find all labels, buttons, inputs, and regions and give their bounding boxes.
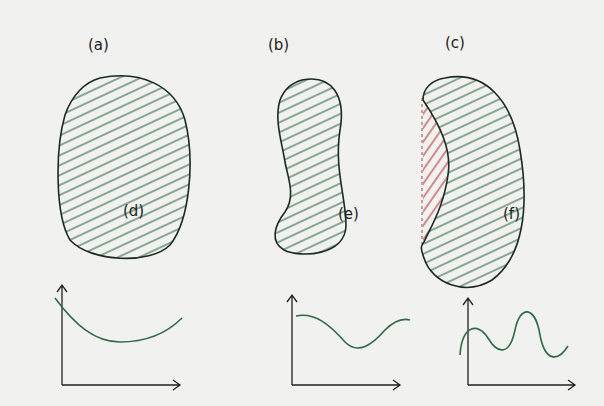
- figure-label: (e): [338, 207, 359, 222]
- graph-d: [55, 285, 182, 390]
- graph-e: [287, 295, 410, 390]
- figure-label: (f): [503, 207, 520, 222]
- hull-chord: [422, 98, 423, 244]
- figure-label: (d): [123, 204, 144, 219]
- nonconvex-shape: [421, 77, 524, 288]
- graph-f: [460, 298, 575, 390]
- figure-label: (b): [268, 38, 289, 53]
- nonconvex-shape: [275, 79, 346, 254]
- convex-shape: [58, 76, 190, 258]
- figure-label: (a): [88, 38, 109, 53]
- figure-label: (c): [445, 36, 465, 51]
